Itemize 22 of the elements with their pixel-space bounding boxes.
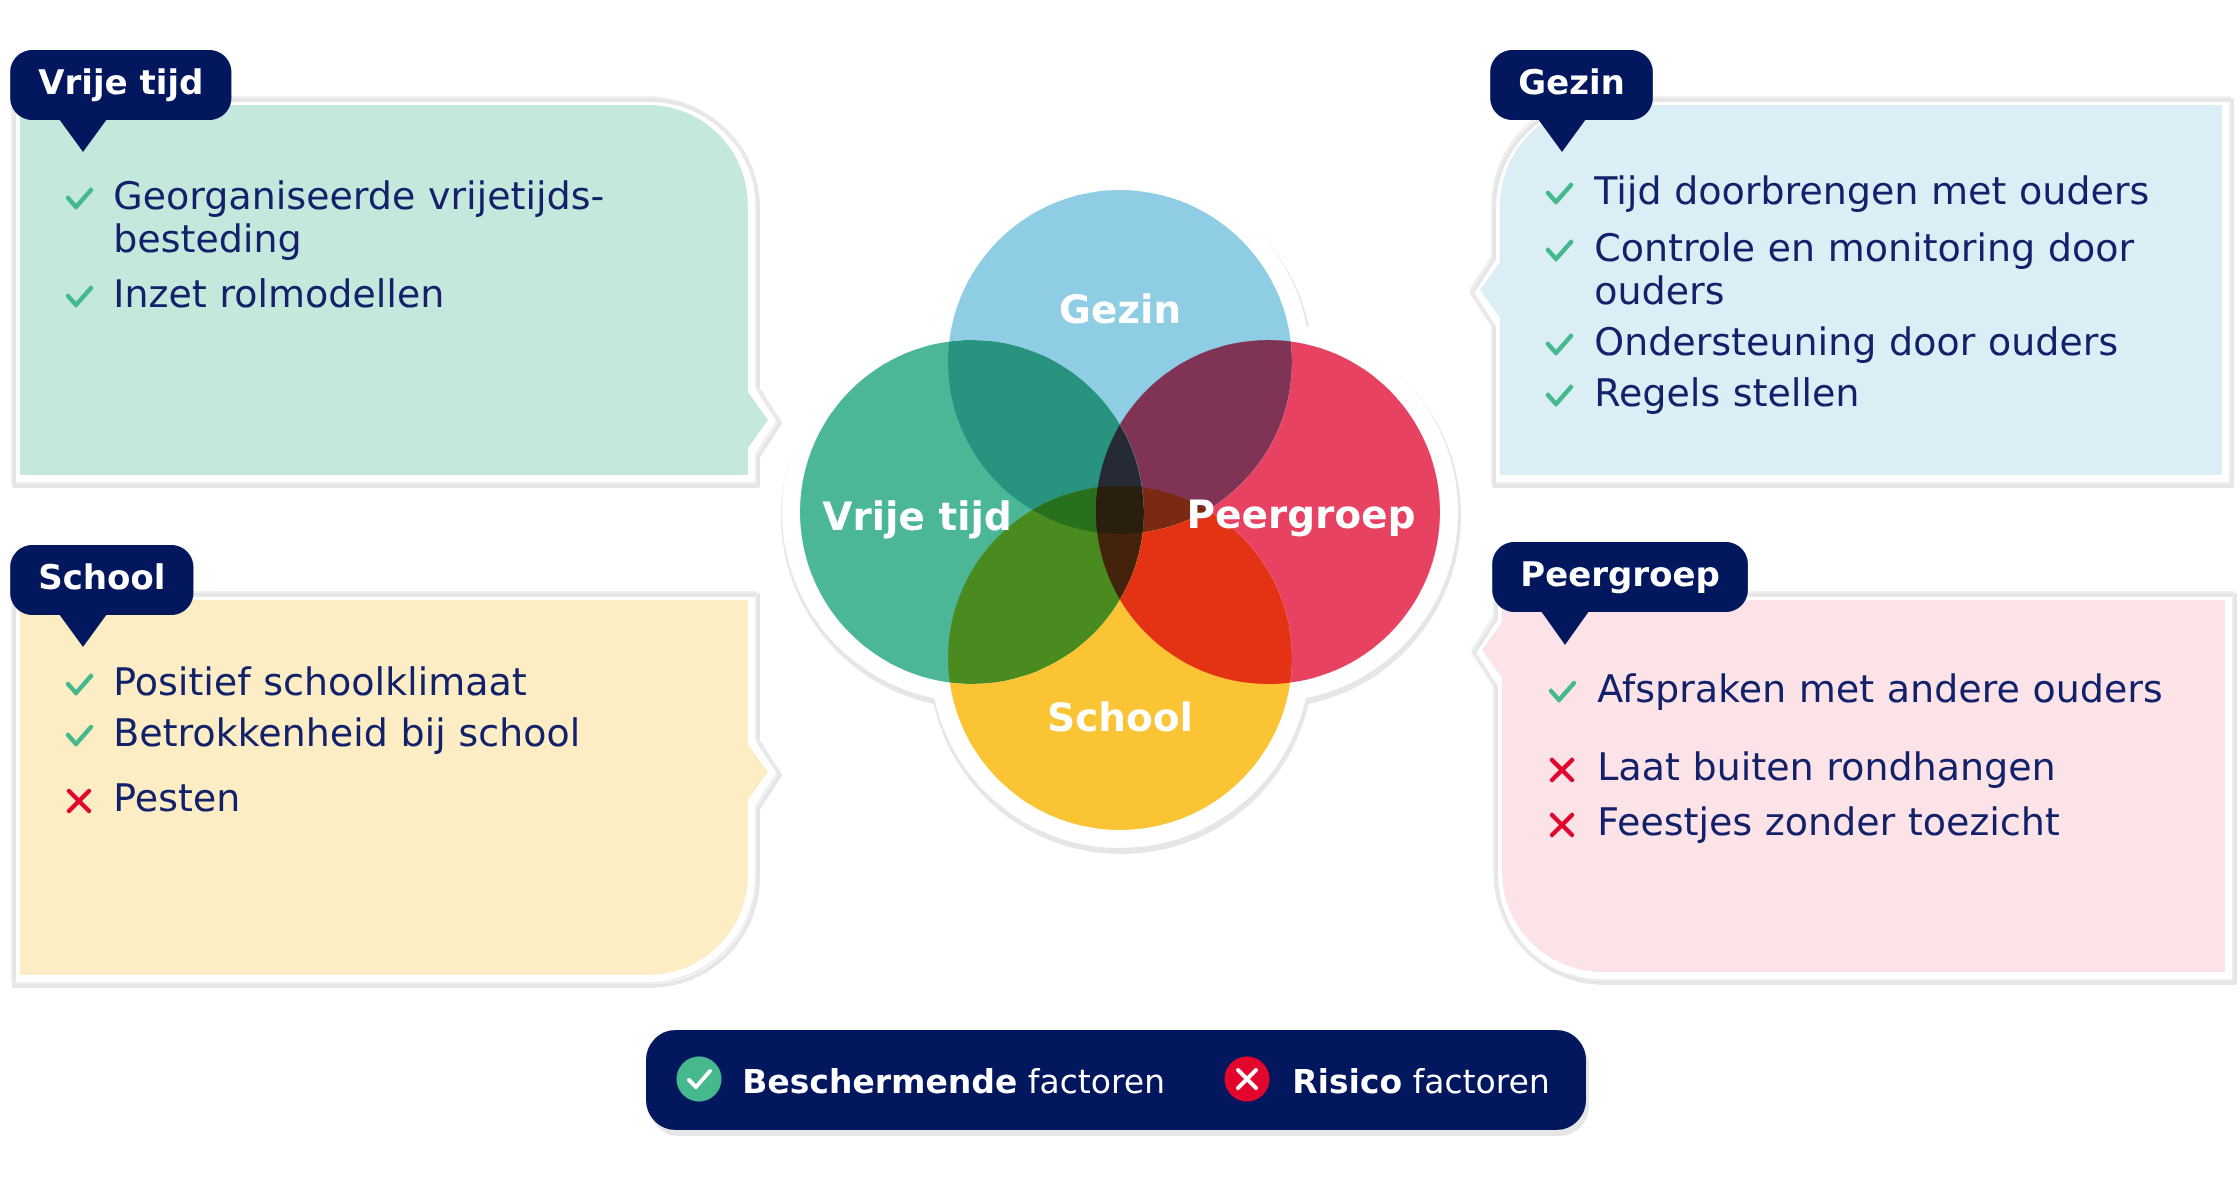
legend-text: Beschermende factoren [745, 1067, 1163, 1094]
list-item: Controle en monitoring door ouders [1596, 232, 2135, 305]
list-item: Betrokkenheid bij school [116, 717, 577, 754]
list-item: Positief schoolklimaat [116, 666, 526, 696]
callout-panel [1469, 50, 2235, 488]
callout-panel [10, 545, 782, 988]
heading-tag: School [10, 545, 194, 647]
list-item: Laat buiten rondhangen [1600, 751, 2053, 788]
callout-panel [10, 50, 782, 488]
legend-text: Risico factoren [1295, 1067, 1547, 1094]
list-item: Feestjes zonder toezicht [1600, 806, 2059, 843]
heading-tag: Vrije tijd [10, 50, 232, 152]
heading-tag: Peergroep [1492, 542, 1748, 645]
callout-panel [1471, 542, 2238, 985]
list-item: Ondersteuning door ouders [1596, 326, 2117, 363]
list-item: Tijd doorbrengen met ouders [1594, 175, 2148, 212]
list-item: Georganiseerde vrijetijds- besteding [115, 180, 603, 260]
heading-tag: Gezin [1490, 50, 1653, 152]
list-item: Afspraken met andere ouders [1597, 673, 2161, 710]
list-item: Inzet rolmodellen [116, 278, 442, 308]
list-item: Regels stellen [1597, 377, 1857, 414]
list-item: Pesten [116, 783, 238, 812]
